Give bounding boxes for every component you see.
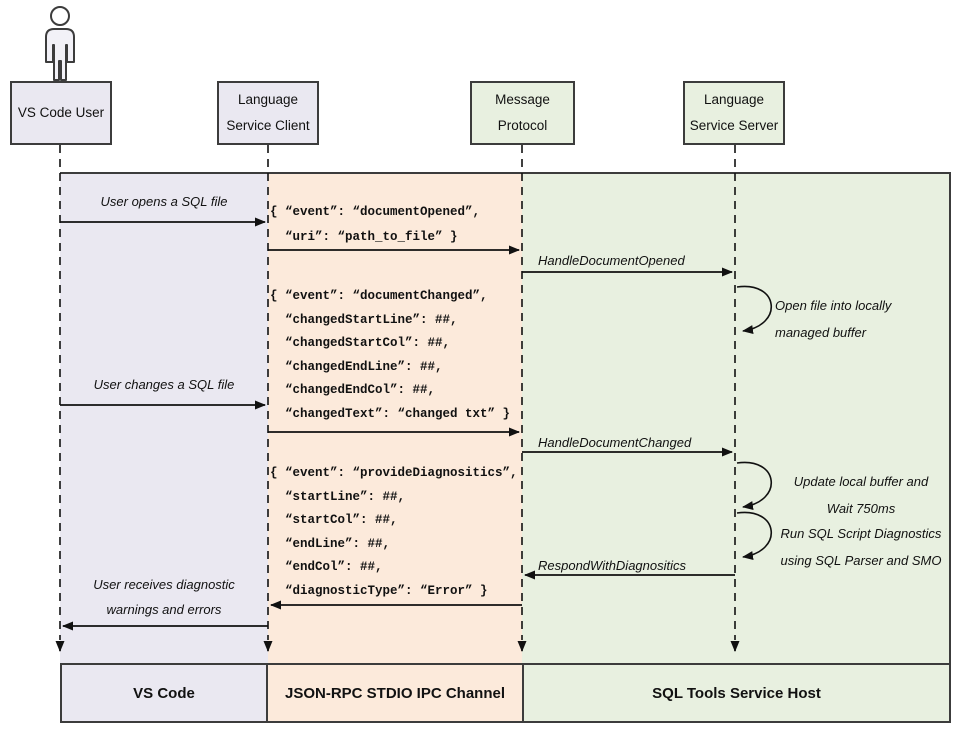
user-actor-icon <box>45 6 75 81</box>
message-label-line2: warnings and errors <box>106 602 222 617</box>
actor-box-language-service-client: Language Service Client <box>217 81 319 145</box>
message-label-user-receives-diagnostics: User receives diagnostic warnings and er… <box>60 572 268 622</box>
actor-box-vs-code-user: VS Code User <box>10 81 112 145</box>
note-line1: Open file into locally <box>775 298 892 313</box>
note-line2: using SQL Parser and SMO <box>780 553 942 568</box>
footer-box-json-rpc-channel: JSON-RPC STDIO IPC Channel <box>266 663 524 723</box>
footer-box-vs-code: VS Code <box>60 663 268 723</box>
lane-service-host <box>522 174 949 663</box>
message-label-respond-with-diagnostics: RespondWithDiagnositics <box>538 558 687 573</box>
message-label-handle-document-changed: HandleDocumentChanged <box>538 435 692 450</box>
actor-label-line1: Language <box>237 92 299 107</box>
note-line2: managed buffer <box>775 325 867 340</box>
actor-label-line1: Message <box>495 92 550 107</box>
message-label-line1: User receives diagnostic <box>93 577 235 592</box>
lane-ipc-channel <box>268 174 522 663</box>
lane-vscode <box>60 174 268 663</box>
message-label-user-changes-sql-file: User changes a SQL file <box>93 377 235 392</box>
actor-label-line1: Language <box>703 92 765 107</box>
footer-label: SQL Tools Service Host <box>652 684 821 702</box>
actor-label-line2: Service Server <box>689 118 779 133</box>
actor-box-language-service-server: Language Service Server <box>683 81 785 145</box>
actor-label: VS Code User <box>17 105 105 120</box>
message-label-handle-document-opened: HandleDocumentOpened <box>538 253 685 268</box>
footer-label: VS Code <box>133 684 195 702</box>
actor-label-line2: Service Client <box>226 118 310 133</box>
note-open-file-into-buffer: Open file into locally managed buffer <box>775 292 961 346</box>
code-block-provide-diagnostics: { “event”: “provideDiagnositics”, “start… <box>270 466 518 598</box>
note-run-sql-script-diagnostics: Run SQL Script Diagnostics using SQL Par… <box>768 520 954 574</box>
actor-label-line2: Protocol <box>497 118 548 133</box>
note-line1: Update local buffer and <box>793 474 929 489</box>
message-label-user-opens-sql-file: User opens a SQL file <box>100 194 228 209</box>
code-block-document-changed: { “event”: “documentChanged”, “changedSt… <box>270 289 511 421</box>
actor-box-message-protocol: Message Protocol <box>470 81 575 145</box>
note-line2: Wait 750ms <box>826 501 896 516</box>
note-line1: Run SQL Script Diagnostics <box>780 526 942 541</box>
note-update-local-buffer: Update local buffer and Wait 750ms <box>768 468 954 522</box>
footer-box-sql-tools-service-host: SQL Tools Service Host <box>522 663 951 723</box>
code-block-document-opened: { “event”: “documentOpened”, “uri”: “pat… <box>270 205 481 244</box>
footer-label: JSON-RPC STDIO IPC Channel <box>284 684 506 702</box>
